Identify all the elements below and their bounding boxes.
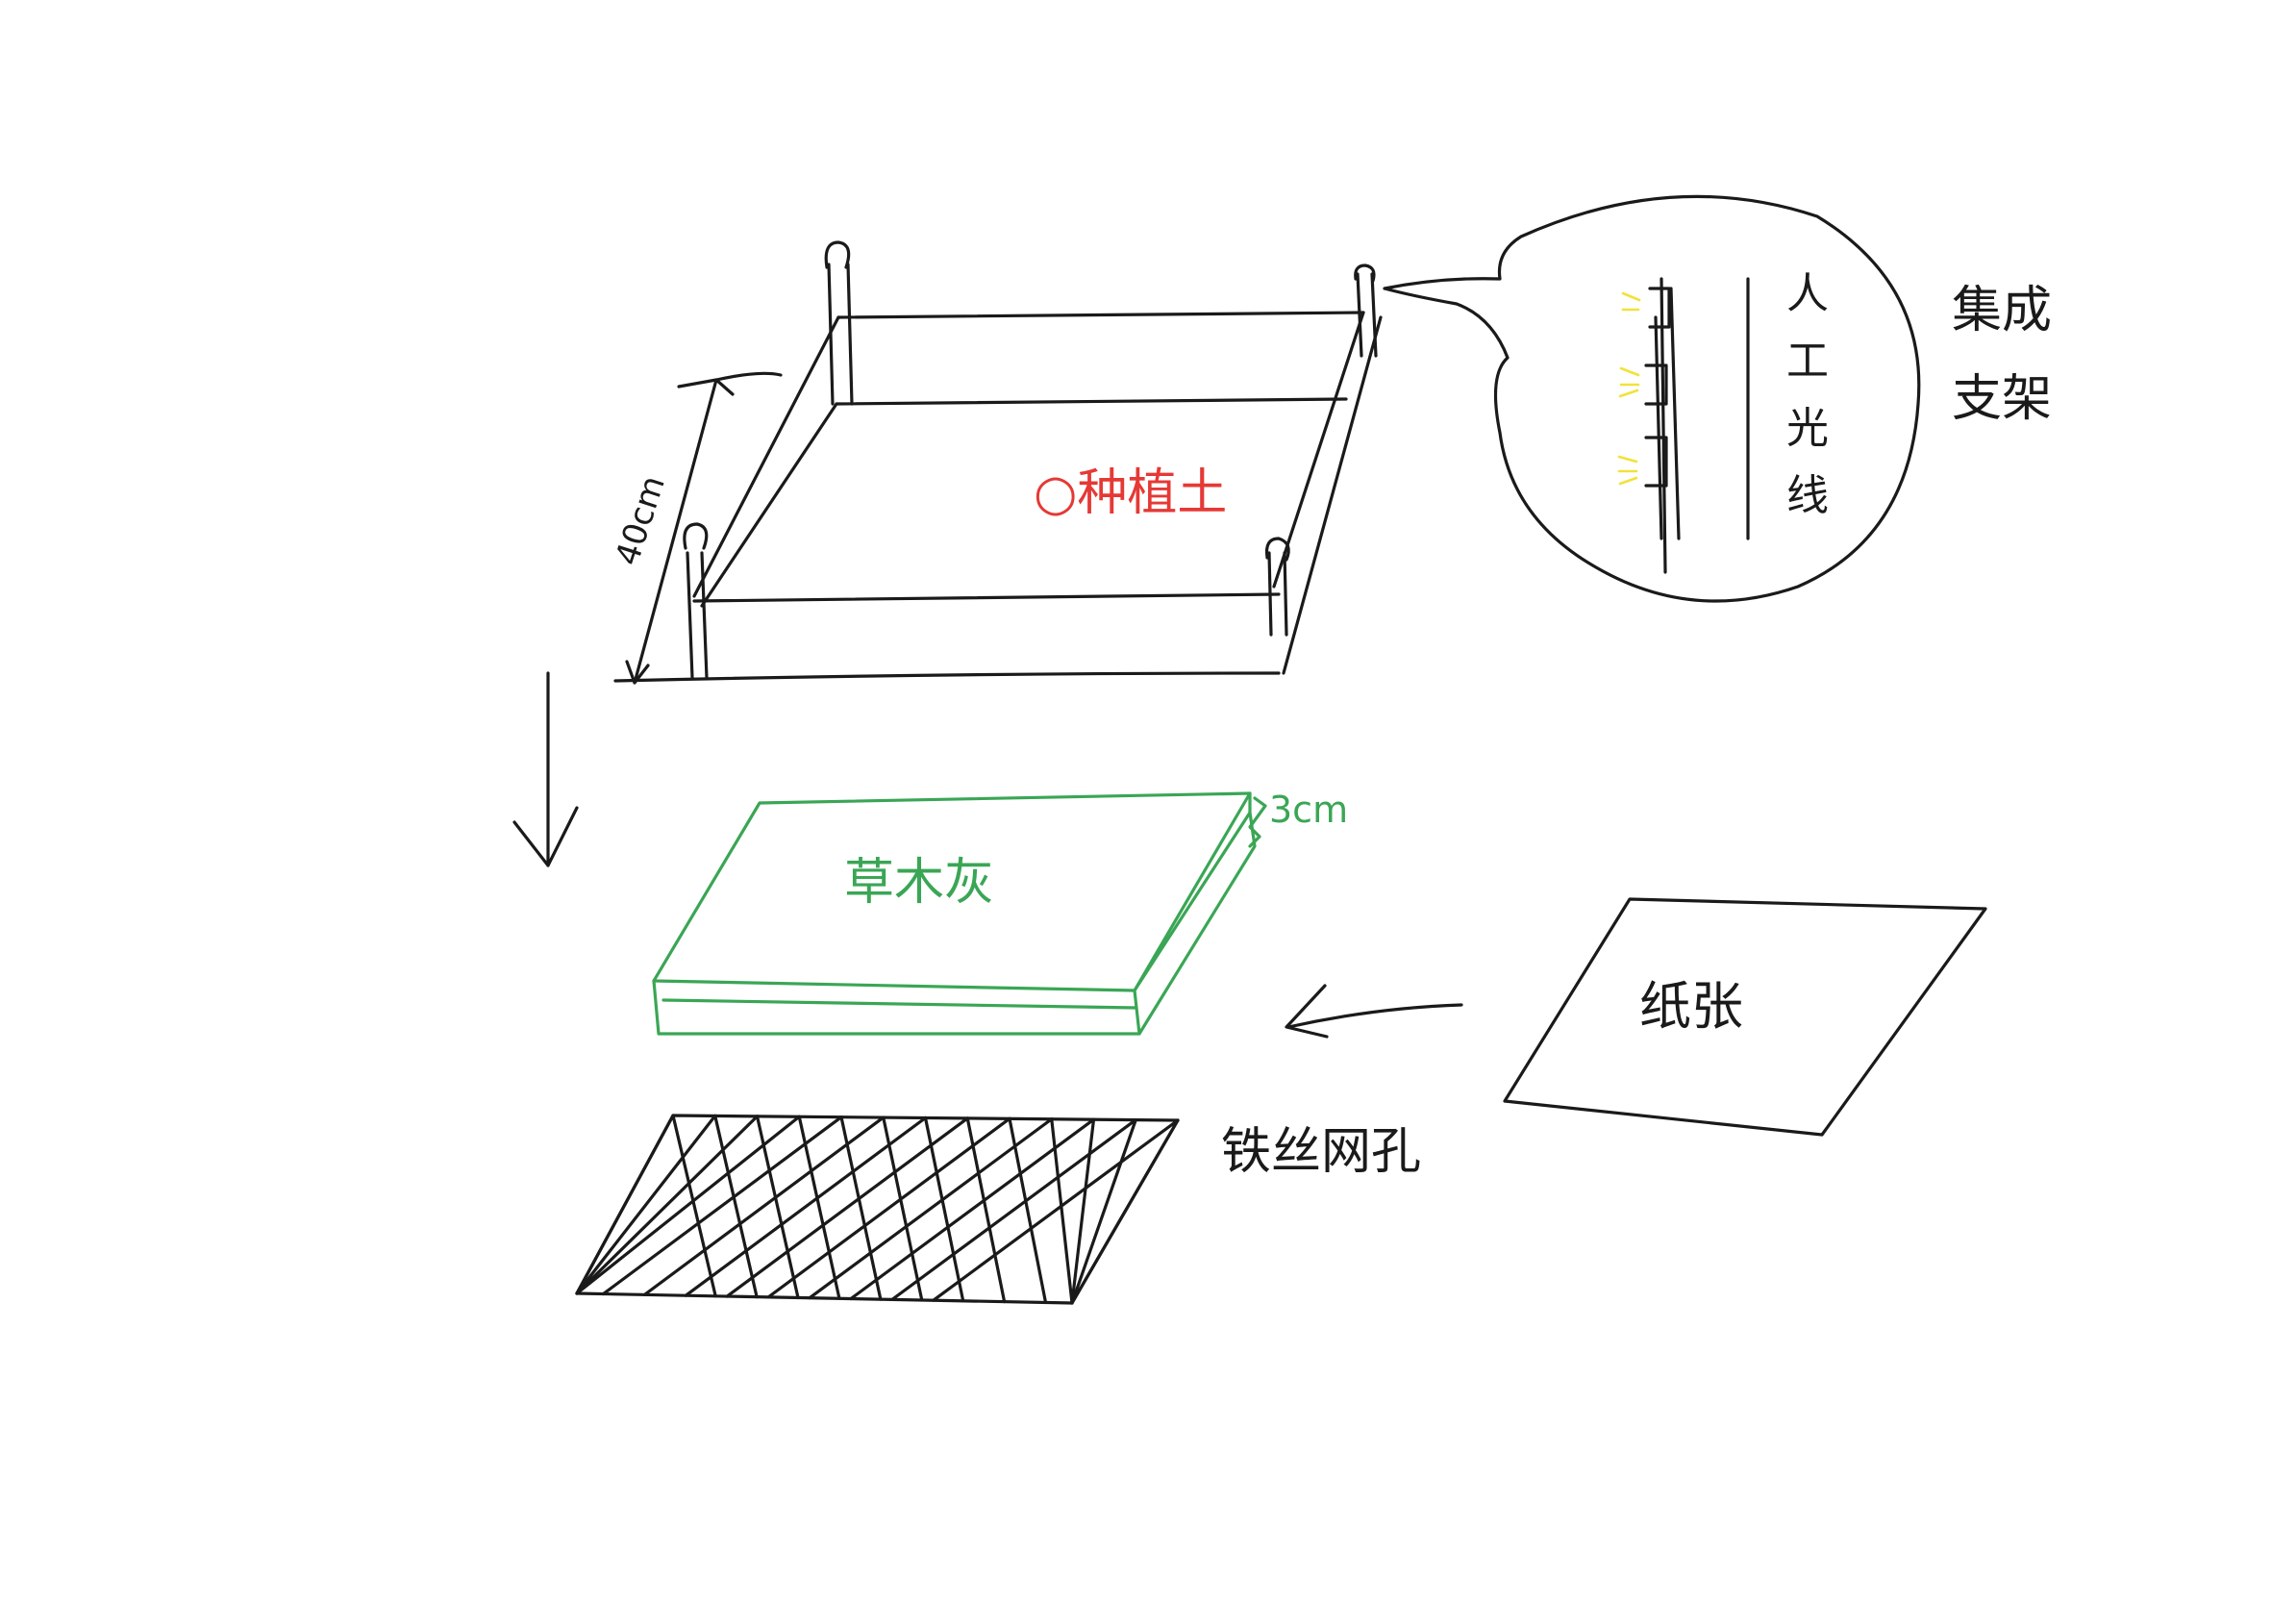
mesh-line: [725, 1116, 969, 1298]
mesh-line: [932, 1118, 1180, 1302]
mesh-line: [766, 1116, 1011, 1299]
mesh-line: [1070, 1118, 1180, 1305]
mesh-line: [808, 1117, 1054, 1300]
height-dimension: [625, 371, 783, 685]
mesh-line: [575, 1115, 801, 1295]
bracket-label: 集成支架: [1952, 282, 2052, 428]
mesh-line: [684, 1115, 928, 1297]
mesh-line: [1070, 1117, 1137, 1305]
ash-thickness-label: 3cm: [1269, 789, 1348, 831]
mesh-line: [575, 1114, 717, 1295]
mesh-line: [1008, 1116, 1048, 1305]
mesh-line: [890, 1117, 1137, 1301]
soil-label: ○种植土: [1034, 464, 1227, 522]
mesh-line: [575, 1115, 760, 1295]
mesh-line: [1070, 1117, 1096, 1305]
mesh-line: [965, 1116, 1007, 1304]
mesh-line: [671, 1114, 717, 1298]
mesh-line: [797, 1115, 841, 1300]
left-arrow: [1285, 984, 1463, 1039]
wire-mesh: [575, 1114, 1180, 1305]
height-label: 40cm: [609, 471, 673, 570]
mesh-line: [601, 1115, 843, 1296]
paper-sheet: [1503, 897, 1987, 1137]
mesh-line: [923, 1115, 965, 1303]
mesh-label: 铁丝网孔: [1221, 1123, 1421, 1181]
mesh-line: [849, 1117, 1096, 1301]
mesh-line: [642, 1115, 886, 1296]
artificial-light-label: 人工光线: [1786, 269, 1829, 520]
ash-label: 草木灰: [844, 854, 994, 912]
down-arrow: [512, 671, 579, 867]
mesh-line: [882, 1115, 924, 1302]
mesh-line: [839, 1115, 883, 1301]
planting-box: [613, 240, 1383, 683]
ash-slab: [652, 791, 1267, 1036]
magnifier-bubble: [1383, 194, 1921, 603]
mesh-line: [713, 1114, 759, 1299]
mesh-line: [575, 1114, 675, 1295]
paper-label: 纸张: [1639, 976, 1743, 1037]
